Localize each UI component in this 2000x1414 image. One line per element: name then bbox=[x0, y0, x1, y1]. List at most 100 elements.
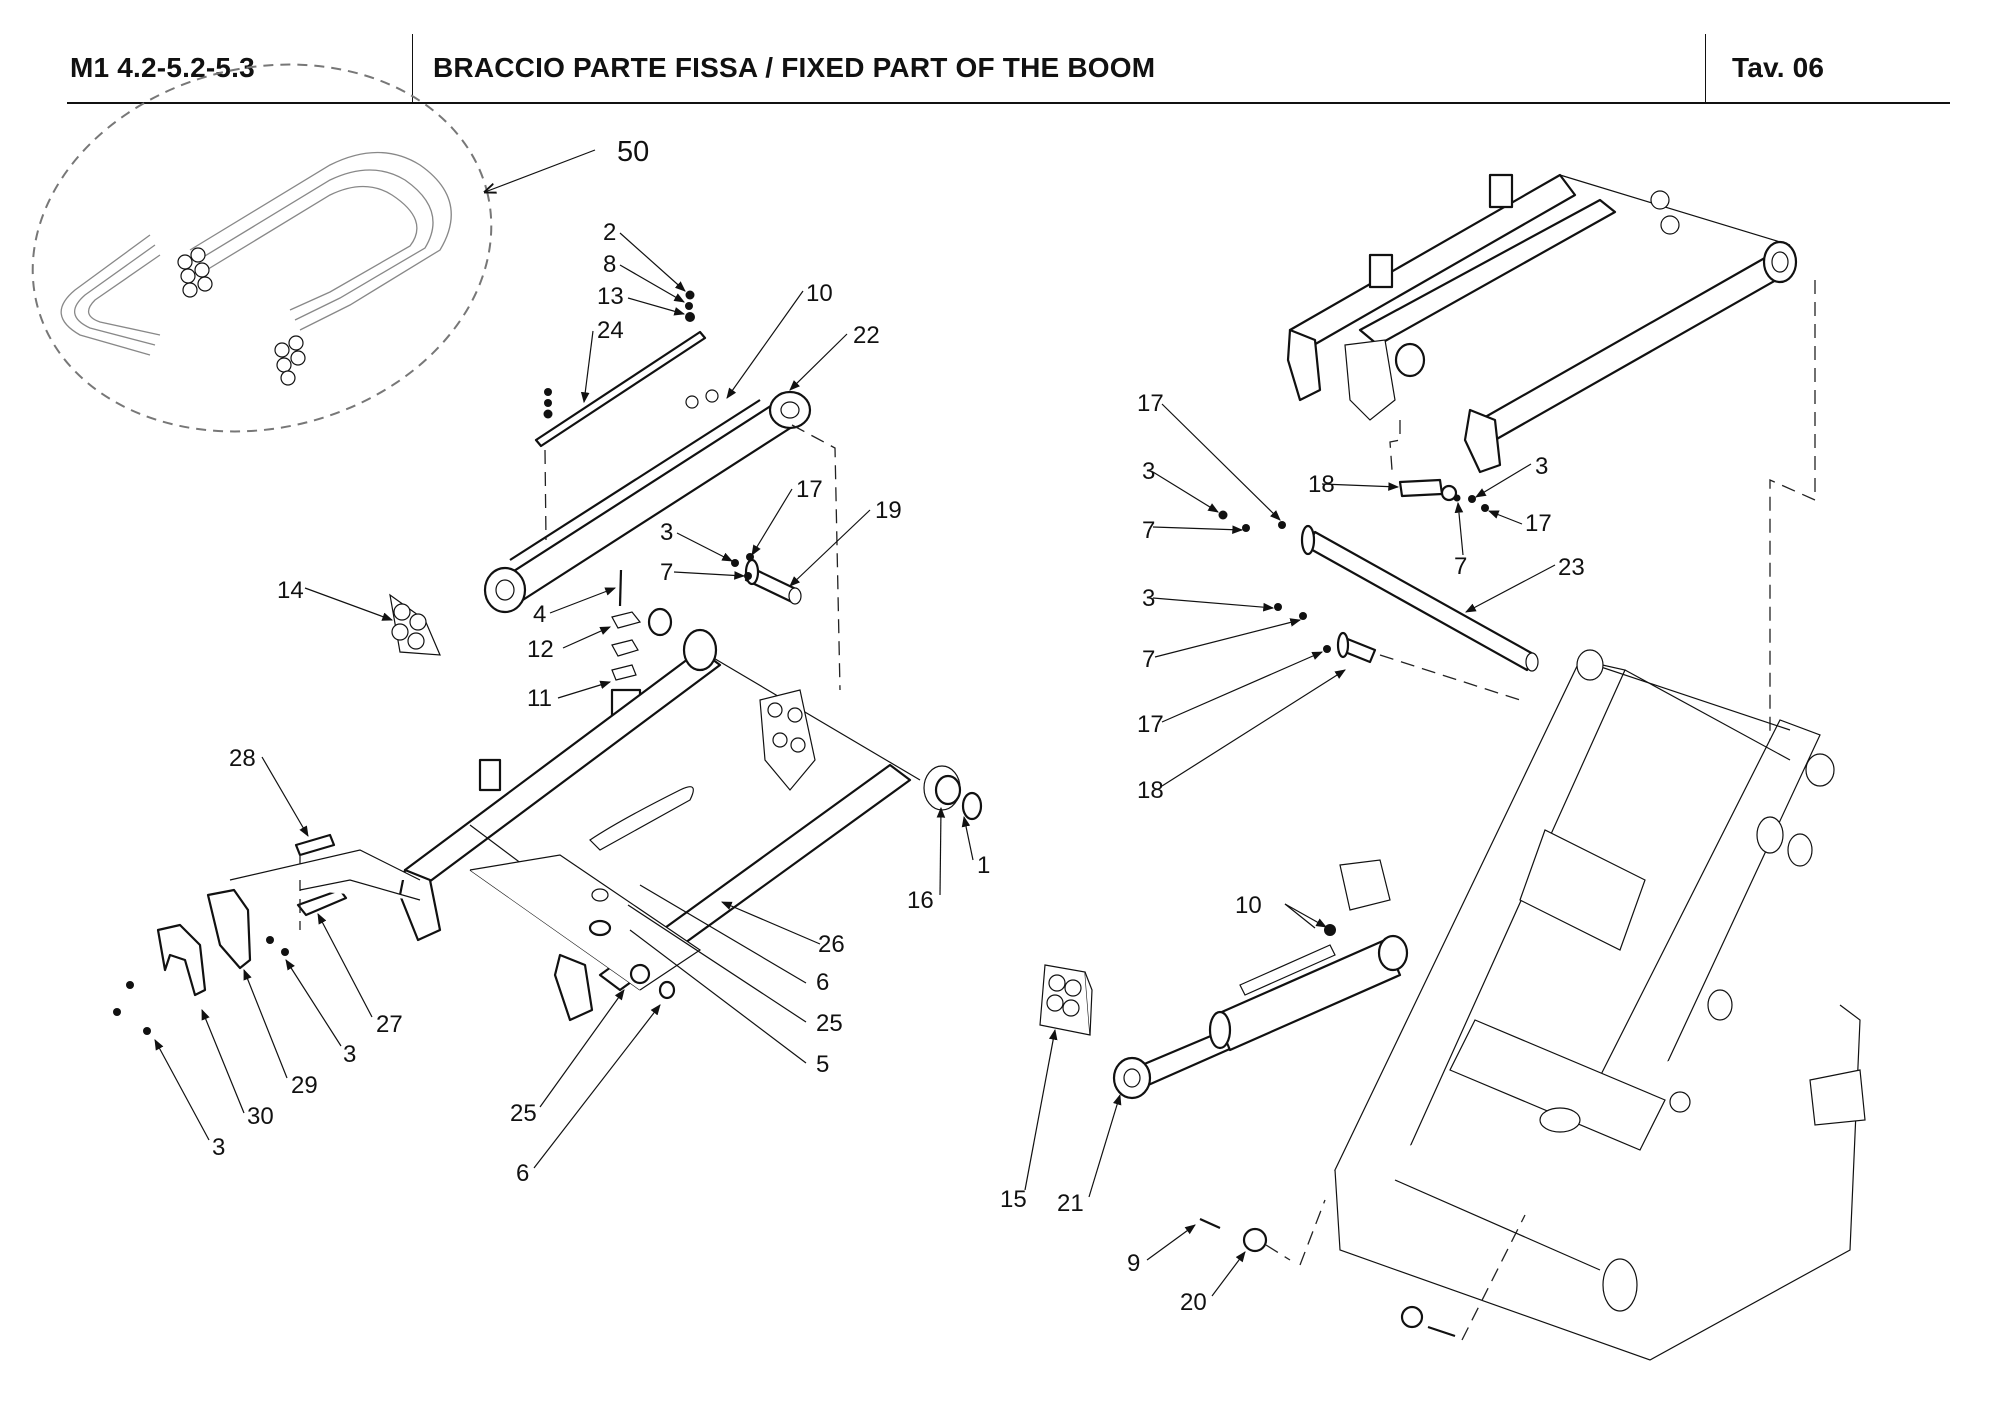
leader-10-lower-b bbox=[1284, 903, 1316, 929]
callout-3-left-b: 3 bbox=[1142, 585, 1155, 612]
callout-5: 5 bbox=[816, 1051, 829, 1078]
callout-50: 50 bbox=[617, 136, 649, 168]
leader-7-left-a bbox=[1152, 525, 1244, 534]
callout-6-top: 6 bbox=[816, 969, 829, 996]
pin-19 bbox=[744, 558, 802, 605]
nut-13 bbox=[685, 312, 695, 322]
callout-25-bottom: 25 bbox=[510, 1100, 537, 1127]
callout-14: 14 bbox=[277, 577, 304, 604]
leader-9 bbox=[1146, 1224, 1196, 1261]
leader-30 bbox=[201, 1008, 245, 1114]
screw-2 bbox=[685, 290, 695, 300]
wear-pad-r1 bbox=[1368, 253, 1394, 289]
leader-26 bbox=[721, 901, 821, 945]
callout-10-top: 10 bbox=[806, 280, 833, 307]
drawing-title: BRACCIO PARTE FISSA / FIXED PART OF THE … bbox=[412, 34, 1783, 102]
callout-20: 20 bbox=[1180, 1289, 1207, 1316]
guide-bar-24 bbox=[534, 330, 707, 448]
leader-4 bbox=[549, 587, 617, 614]
leader-7-upper bbox=[1454, 501, 1464, 556]
leader-29 bbox=[243, 968, 288, 1079]
end-plate-r2 bbox=[1463, 408, 1502, 474]
fixed-boom-left bbox=[398, 628, 983, 1022]
callout-30: 30 bbox=[247, 1103, 274, 1130]
bushing-top bbox=[682, 628, 718, 672]
bushing-16 bbox=[934, 774, 962, 806]
chassis-box-upper bbox=[1519, 829, 1646, 951]
callout-7-pin19: 7 bbox=[660, 559, 673, 586]
callout-28: 28 bbox=[229, 745, 256, 772]
chassis-frame bbox=[1334, 649, 1866, 1361]
cap-20 bbox=[1242, 1227, 1268, 1253]
leader-10-top bbox=[726, 290, 804, 399]
model-code: M1 4.2-5.2-5.3 bbox=[70, 52, 255, 83]
callout-3-c: 3 bbox=[343, 1041, 356, 1068]
pin-18-upper bbox=[1398, 478, 1444, 498]
circlip-top bbox=[647, 607, 673, 637]
leader-5 bbox=[629, 929, 807, 1064]
callout-17-pin19: 17 bbox=[796, 476, 823, 503]
callout-8: 8 bbox=[603, 251, 616, 278]
callout-13: 13 bbox=[597, 283, 624, 310]
leader-17-upper bbox=[1487, 510, 1523, 525]
decal-15 bbox=[1039, 964, 1093, 1036]
leader-25-bottom bbox=[539, 989, 625, 1108]
pin-lower bbox=[1427, 1325, 1456, 1338]
title-block: M1 4.2-5.2-5.3 BRACCIO PARTE FISSA / FIX… bbox=[67, 34, 1950, 104]
callout-3-upper: 3 bbox=[1535, 453, 1548, 480]
plate-12 bbox=[611, 611, 642, 629]
washer-8 bbox=[685, 302, 693, 310]
shaft-23 bbox=[1300, 524, 1539, 672]
callout-18-lower: 18 bbox=[1137, 777, 1164, 804]
callout-19: 19 bbox=[875, 497, 902, 524]
callout-3-pin19: 3 bbox=[660, 519, 673, 546]
leader-8 bbox=[619, 264, 685, 303]
leader-25-top bbox=[627, 904, 807, 1023]
leader-3-d bbox=[154, 1039, 210, 1141]
leader-22 bbox=[789, 333, 848, 391]
leader-17-left-a bbox=[1161, 403, 1281, 521]
callout-9: 9 bbox=[1127, 1250, 1140, 1277]
cover-29 bbox=[206, 888, 252, 970]
callout-10-lower: 10 bbox=[1235, 892, 1262, 919]
leader-27 bbox=[317, 913, 373, 1018]
wear-pad-r2 bbox=[1488, 173, 1514, 209]
leader-3-pin19 bbox=[676, 532, 733, 562]
end-plate-r1 bbox=[1286, 328, 1322, 402]
leader-7-left-b bbox=[1154, 618, 1302, 658]
callout-4: 4 bbox=[533, 601, 546, 628]
hose-kit-icon bbox=[60, 151, 452, 386]
callout-3-d: 3 bbox=[212, 1134, 225, 1161]
callout-26: 26 bbox=[818, 931, 845, 958]
leader-12 bbox=[562, 626, 611, 649]
leader-7-pin19 bbox=[673, 571, 746, 580]
leader-28 bbox=[261, 756, 309, 837]
leader-24 bbox=[580, 330, 594, 404]
circlip-1 bbox=[961, 791, 983, 821]
end-plate-left bbox=[398, 868, 442, 942]
callout-24: 24 bbox=[597, 317, 624, 344]
callout-27: 27 bbox=[376, 1011, 403, 1038]
callout-17-upper: 17 bbox=[1525, 510, 1552, 537]
callout-16: 16 bbox=[907, 887, 934, 914]
leader-6-bottom bbox=[533, 1004, 661, 1169]
leader-3-left-b bbox=[1152, 597, 1275, 612]
pin-9 bbox=[1199, 1217, 1221, 1230]
callout-17-left-b: 17 bbox=[1137, 711, 1164, 738]
callout-21: 21 bbox=[1057, 1190, 1084, 1217]
hose-pipe bbox=[589, 786, 694, 851]
cap-lower bbox=[1400, 1305, 1424, 1329]
callout-7-left-a: 7 bbox=[1142, 517, 1155, 544]
leader-15 bbox=[1024, 1028, 1058, 1191]
callout-2: 2 bbox=[603, 219, 616, 246]
plate-28 bbox=[294, 833, 336, 857]
chassis-pivot bbox=[1805, 753, 1835, 787]
leader-2 bbox=[619, 232, 686, 292]
callout-11: 11 bbox=[527, 685, 552, 712]
leader-1 bbox=[961, 815, 974, 861]
callout-25-top: 25 bbox=[816, 1010, 843, 1037]
callout-12: 12 bbox=[527, 636, 554, 663]
leader-50 bbox=[485, 149, 596, 192]
callout-3-left-a: 3 bbox=[1142, 458, 1155, 485]
